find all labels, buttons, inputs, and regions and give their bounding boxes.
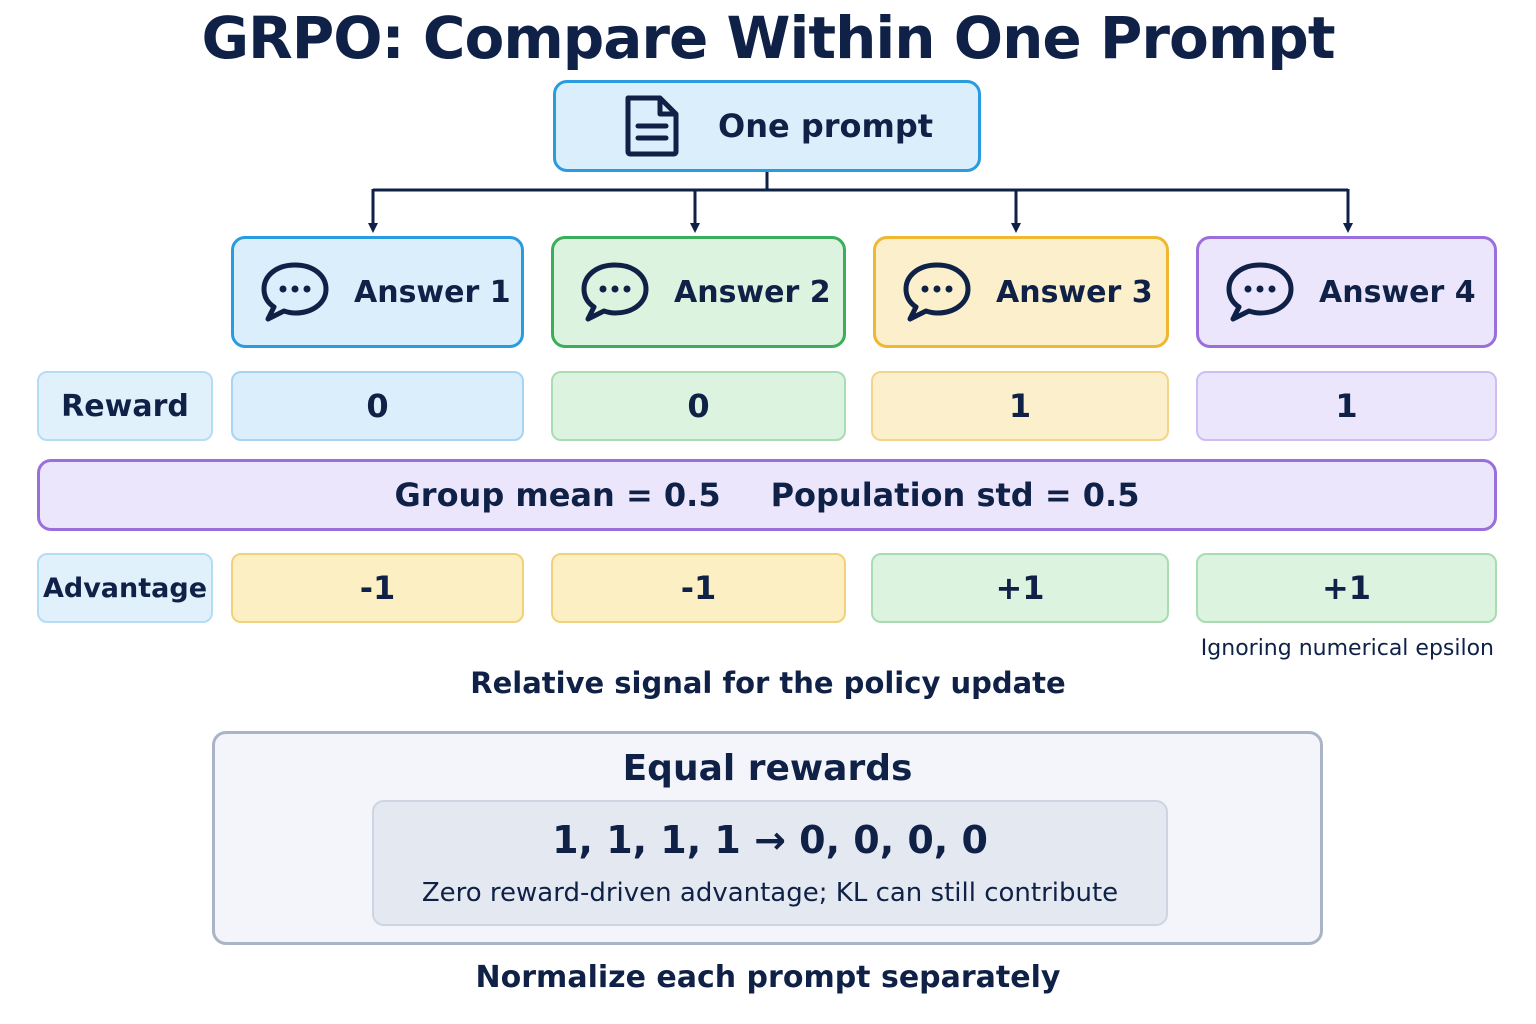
reward-row-label: Reward bbox=[37, 371, 213, 441]
answer-label: Answer 2 bbox=[674, 274, 831, 310]
chat-bubble-icon bbox=[1226, 262, 1294, 322]
advantage-cell-2: -1 bbox=[551, 553, 846, 623]
answer-card-3: Answer 3 bbox=[873, 236, 1169, 348]
advantage-row-label: Advantage bbox=[37, 553, 213, 623]
answer-label: Answer 4 bbox=[1319, 274, 1476, 310]
equal-rewards-example: 1, 1, 1, 1 → 0, 0, 0, 0 Zero reward-driv… bbox=[372, 800, 1168, 926]
advantage-cell-3: +1 bbox=[871, 553, 1169, 623]
chat-bubble-icon bbox=[581, 262, 649, 322]
answer-card-4: Answer 4 bbox=[1196, 236, 1497, 348]
equal-rewards-sequence: 1, 1, 1, 1 → 0, 0, 0, 0 bbox=[552, 818, 988, 862]
equal-rewards-title: Equal rewards bbox=[622, 748, 913, 789]
document-icon bbox=[625, 95, 679, 157]
page-title: GRPO: Compare Within One Prompt bbox=[201, 4, 1335, 72]
footer-caption: Normalize each prompt separately bbox=[475, 960, 1061, 995]
answer-card-1: Answer 1 bbox=[231, 236, 524, 348]
advantage-cell-4: +1 bbox=[1196, 553, 1497, 623]
reward-cell-4: 1 bbox=[1196, 371, 1497, 441]
connector-lines bbox=[368, 172, 1353, 233]
reward-cell-3: 1 bbox=[871, 371, 1169, 441]
equal-rewards-panel: Equal rewards 1, 1, 1, 1 → 0, 0, 0, 0 Ze… bbox=[212, 731, 1323, 945]
group-mean: Group mean = 0.5 bbox=[394, 476, 721, 514]
population-std: Population std = 0.5 bbox=[770, 476, 1140, 514]
chat-bubble-icon bbox=[261, 262, 329, 322]
prompt-label: One prompt bbox=[718, 107, 934, 145]
answer-label: Answer 3 bbox=[996, 274, 1153, 310]
reward-cell-2: 0 bbox=[551, 371, 846, 441]
answer-label: Answer 1 bbox=[354, 274, 511, 310]
equal-rewards-note: Zero reward-driven advantage; KL can sti… bbox=[421, 878, 1119, 908]
reward-cell-1: 0 bbox=[231, 371, 524, 441]
advantage-cell-1: -1 bbox=[231, 553, 524, 623]
answer-card-2: Answer 2 bbox=[551, 236, 846, 348]
prompt-box: One prompt bbox=[553, 80, 981, 172]
relative-signal-caption: Relative signal for the policy update bbox=[470, 666, 1066, 700]
group-stats-bar: Group mean = 0.5 Population std = 0.5 bbox=[37, 459, 1497, 531]
chat-bubble-icon bbox=[903, 262, 971, 322]
epsilon-note: Ignoring numerical epsilon bbox=[1200, 636, 1494, 661]
